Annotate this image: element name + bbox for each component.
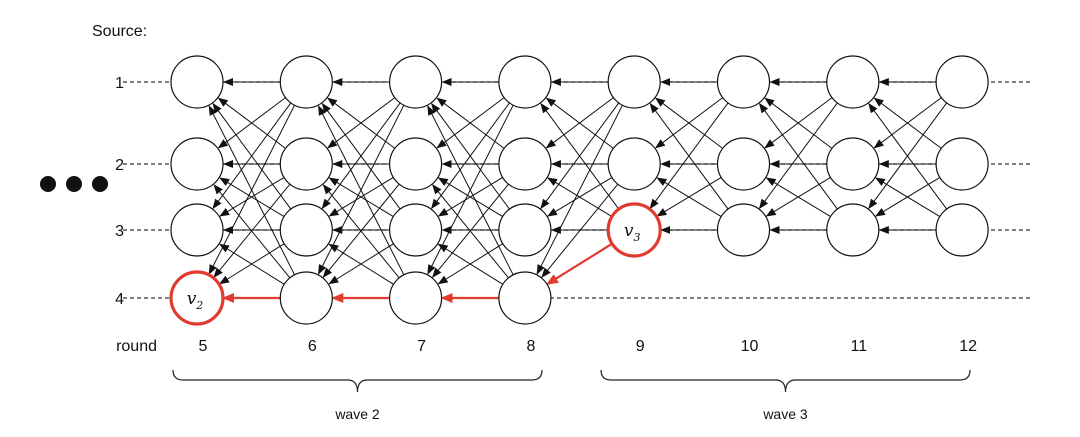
- edges: [208, 78, 948, 303]
- node-s3-r6: [279, 203, 333, 257]
- edge-arrow: [437, 243, 504, 285]
- node-s2-r5: [170, 137, 224, 191]
- node-s1-r12: [935, 55, 989, 109]
- node-s4-r8: [498, 271, 552, 325]
- node-s3-r7: [389, 203, 443, 257]
- node-s3-r11: [826, 203, 880, 257]
- round-label-11: 11: [850, 338, 867, 355]
- edge-arrow: [873, 97, 942, 149]
- node-s1-r11: [826, 55, 880, 109]
- node-s2-r7: [389, 137, 443, 191]
- node-s1-r8: [498, 55, 552, 109]
- source-label-1: 1: [115, 75, 124, 92]
- wave-brace: [600, 369, 971, 393]
- node-s2-r11: [826, 137, 880, 191]
- edge-arrow: [649, 102, 729, 210]
- source-label-3: 3: [115, 223, 124, 240]
- edge-arrow: [875, 177, 941, 217]
- node-s3-r5: [170, 203, 224, 257]
- node-s1-r5: [170, 55, 224, 109]
- edge-arrow: [328, 243, 394, 285]
- round-label-5: 5: [199, 338, 208, 355]
- edge-arrow: [328, 177, 394, 217]
- node-s3-r8: [498, 203, 552, 257]
- round-label-8: 8: [526, 338, 535, 355]
- edge-arrow: [541, 183, 619, 278]
- round-label-6: 6: [308, 338, 317, 355]
- node-s4-r6: [279, 271, 333, 325]
- node-s1-r10: [716, 55, 771, 109]
- ellipsis-dot: [92, 176, 108, 192]
- edge-arrow: [437, 177, 503, 217]
- round-label-12: 12: [959, 338, 977, 355]
- ellipsis-dots: [40, 176, 108, 192]
- source-header: Source:: [92, 23, 147, 40]
- round-header: round: [116, 338, 157, 355]
- edge-arrow: [432, 184, 509, 279]
- edge-arrow: [327, 97, 396, 149]
- edge-arrow: [547, 177, 613, 217]
- edge-arrow: [322, 184, 400, 279]
- round-label-10: 10: [741, 338, 759, 355]
- node-s2-r12: [935, 137, 989, 191]
- source-labels: 1 2 3 4: [115, 75, 124, 308]
- highlighted-node-v2: v2: [169, 270, 225, 326]
- node-s3-r12: [935, 203, 989, 257]
- edge-arrow: [431, 102, 510, 210]
- edge-arrow: [540, 102, 620, 210]
- edge-arrow: [427, 105, 514, 276]
- edge-arrow: [545, 97, 614, 149]
- round-label-9: 9: [636, 338, 645, 355]
- edge-arrow: [654, 97, 724, 149]
- node-s1-r9: [607, 55, 661, 109]
- edge-arrow: [536, 104, 623, 275]
- edge-arrow: [656, 177, 722, 217]
- highlight-edge-arrow: [546, 242, 613, 285]
- node-s1-r6: [279, 55, 333, 109]
- edge-arrow: [208, 105, 296, 276]
- node-s1-r7: [389, 55, 443, 109]
- wave-label: wave 3: [762, 406, 808, 422]
- edge-arrow: [219, 243, 285, 285]
- edge-arrow: [764, 97, 833, 149]
- ellipsis-dot: [66, 176, 82, 192]
- wave-braces: wave 2 wave 3: [172, 369, 971, 422]
- wave-label: wave 2: [334, 406, 380, 422]
- edge-arrow: [321, 102, 401, 210]
- edge-arrow: [318, 105, 405, 276]
- source-label-4: 4: [115, 291, 124, 308]
- round-labels: round 5 6 7 8 9 10 11 12: [116, 338, 977, 355]
- edge-arrow: [212, 102, 292, 210]
- highlighted-node-v3: v3: [606, 202, 662, 258]
- node-s2-r6: [279, 137, 333, 191]
- node-s2-r9: [607, 137, 661, 191]
- node-s3-r10: [716, 203, 771, 257]
- round-label-7: 7: [417, 338, 426, 355]
- wave-brace: [172, 369, 543, 393]
- node-s2-r8: [498, 137, 552, 191]
- edge-arrow: [217, 97, 286, 149]
- edge-arrow: [219, 177, 285, 217]
- edge-arrow: [213, 184, 291, 279]
- node-s4-r7: [389, 271, 443, 325]
- ellipsis-dot: [40, 176, 56, 192]
- source-label-2: 2: [115, 157, 124, 174]
- nodes: v3 v2: [169, 55, 989, 326]
- edge-arrow: [758, 102, 838, 210]
- edge-arrow: [765, 177, 831, 217]
- node-s2-r10: [716, 137, 771, 191]
- edge-arrow: [436, 97, 505, 149]
- edge-arrow: [868, 102, 948, 210]
